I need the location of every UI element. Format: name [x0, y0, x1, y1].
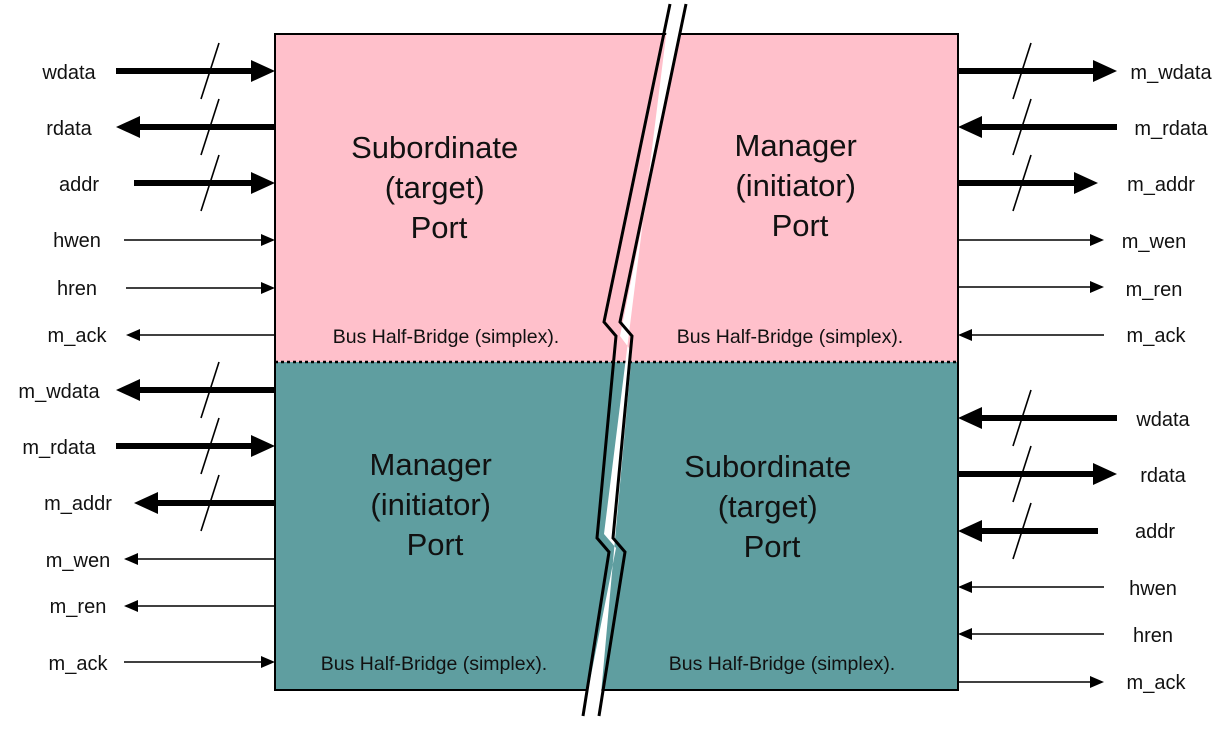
arrow-head-bottom_right-5	[1090, 676, 1104, 688]
bus-width-slash-top_left-1	[200, 98, 220, 156]
signal-label-br-0: wdata	[1135, 409, 1190, 431]
signal-label-br-2: addr	[1135, 521, 1175, 543]
signal-label-tr-1: m_rdata	[1134, 118, 1208, 140]
arrow-head-top_right-1	[958, 116, 982, 138]
bus-width-slash-bottom_left-1	[200, 417, 220, 475]
title-top-right: Manager (initiator) Port	[735, 128, 866, 243]
break-line-left	[581, 3, 672, 717]
arrow-head-top_left-0	[251, 60, 275, 82]
arrow-head-bottom_right-2	[958, 520, 982, 542]
bus-width-slash-bottom_left-0	[200, 361, 220, 419]
signal-label-bl-3: m_wen	[46, 550, 110, 572]
arrow-head-top_right-5	[958, 329, 972, 341]
signal-label-br-5: m_ack	[1127, 672, 1187, 694]
signal-label-tl-3: hwen	[53, 230, 101, 252]
title-bottom-right: Subordinate (target) Port	[684, 449, 860, 564]
caption-top-left: Bus Half-Bridge (simplex).	[333, 326, 559, 348]
bus-width-slash-top_left-2	[200, 154, 220, 212]
caption-bottom-left: Bus Half-Bridge (simplex).	[321, 653, 547, 675]
arrow-head-bottom_right-3	[958, 581, 972, 593]
arrow-head-top_left-4	[261, 282, 275, 294]
break-gap	[583, 4, 686, 716]
signal-label-br-3: hwen	[1129, 578, 1177, 600]
bus-width-slash-top_left-0	[200, 42, 220, 100]
title-top-left: Subordinate (target) Port	[351, 130, 527, 245]
arrow-head-top_left-3	[261, 234, 275, 246]
signal-label-tl-0: wdata	[41, 62, 96, 84]
bus-width-slash-bottom_right-1	[1012, 445, 1032, 503]
caption-bottom-right: Bus Half-Bridge (simplex).	[669, 653, 895, 675]
arrow-head-bottom_right-4	[958, 628, 972, 640]
arrow-head-top_right-3	[1090, 234, 1104, 246]
arrow-head-top_right-0	[1093, 60, 1117, 82]
caption-top-right: Bus Half-Bridge (simplex).	[677, 326, 903, 348]
signal-label-tr-5: m_ack	[1127, 325, 1187, 347]
arrow-head-top_left-2	[251, 172, 275, 194]
block-outline	[274, 33, 959, 691]
arrow-head-bottom_right-0	[958, 407, 982, 429]
signal-label-bl-5: m_ack	[49, 653, 109, 675]
top-half-bridge-block	[275, 34, 958, 362]
arrow-head-bottom_left-5	[261, 656, 275, 668]
arrow-head-bottom_left-3	[124, 553, 138, 565]
arrow-head-bottom_left-0	[116, 379, 140, 401]
signal-label-tr-2: m_addr	[1127, 174, 1195, 196]
arrow-head-bottom_left-1	[251, 435, 275, 457]
right-signal-labels: m_wdata m_rdata m_addr m_wen m_ren m_ack…	[1122, 62, 1213, 694]
signal-label-tr-3: m_wen	[1122, 231, 1186, 253]
signal-label-tl-5: m_ack	[48, 325, 108, 347]
signal-label-br-1: rdata	[1140, 465, 1186, 487]
signal-label-tr-0: m_wdata	[1130, 62, 1212, 84]
signal-label-br-4: hren	[1133, 625, 1173, 647]
arrow-head-top_left-1	[116, 116, 140, 138]
arrow-head-top_right-2	[1074, 172, 1098, 194]
title-bottom-left: Manager (initiator) Port	[370, 447, 501, 562]
signal-label-bl-4: m_ren	[50, 596, 107, 618]
break-line-right	[597, 3, 688, 717]
signal-label-tl-1: rdata	[46, 118, 92, 140]
signal-label-tl-2: addr	[59, 174, 99, 196]
signal-label-tl-4: hren	[57, 278, 97, 300]
bus-width-slash-bottom_left-2	[200, 474, 220, 532]
arrow-head-bottom_left-2	[134, 492, 158, 514]
signal-label-tr-4: m_ren	[1126, 279, 1183, 301]
bus-width-slash-top_right-1	[1012, 98, 1032, 156]
bus-width-slash-bottom_right-0	[1012, 389, 1032, 447]
signal-label-bl-0: m_wdata	[18, 381, 100, 403]
bottom-half-bridge-block	[275, 362, 958, 690]
bus-width-slash-top_right-2	[1012, 154, 1032, 212]
signal-label-bl-1: m_rdata	[22, 437, 96, 459]
bus-width-slash-top_right-0	[1012, 42, 1032, 100]
arrow-head-top_left-5	[126, 329, 140, 341]
arrow-head-bottom_left-4	[124, 600, 138, 612]
arrow-head-top_right-4	[1090, 281, 1104, 293]
bus-width-slash-bottom_right-2	[1012, 502, 1032, 560]
arrow-head-bottom_right-1	[1093, 463, 1117, 485]
left-signal-labels: wdata rdata addr hwen hren m_ack m_wdata…	[18, 62, 112, 675]
signal-label-bl-2: m_addr	[44, 493, 112, 515]
signal-arrows	[116, 42, 1117, 688]
